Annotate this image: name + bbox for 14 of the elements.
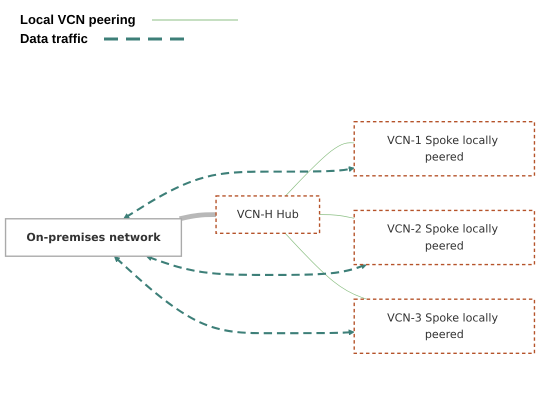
connector <box>319 214 355 219</box>
node-box: VCN-2 Spoke locally peered <box>354 210 536 266</box>
node-box: On-premises network <box>4 218 182 257</box>
arrow <box>123 166 354 219</box>
node-box: VCN-H Hub <box>215 195 320 234</box>
legend-text: Data traffic <box>20 31 88 46</box>
connector <box>179 212 216 222</box>
arrow <box>146 255 367 276</box>
arrow <box>114 256 354 336</box>
legend-text: Local VCN peering <box>20 12 136 27</box>
node-box: VCN-3 Spoke locally peered <box>354 298 536 354</box>
connector <box>284 233 368 300</box>
connector <box>285 142 355 196</box>
node-box: VCN-1 Spoke locally peered <box>354 121 536 176</box>
